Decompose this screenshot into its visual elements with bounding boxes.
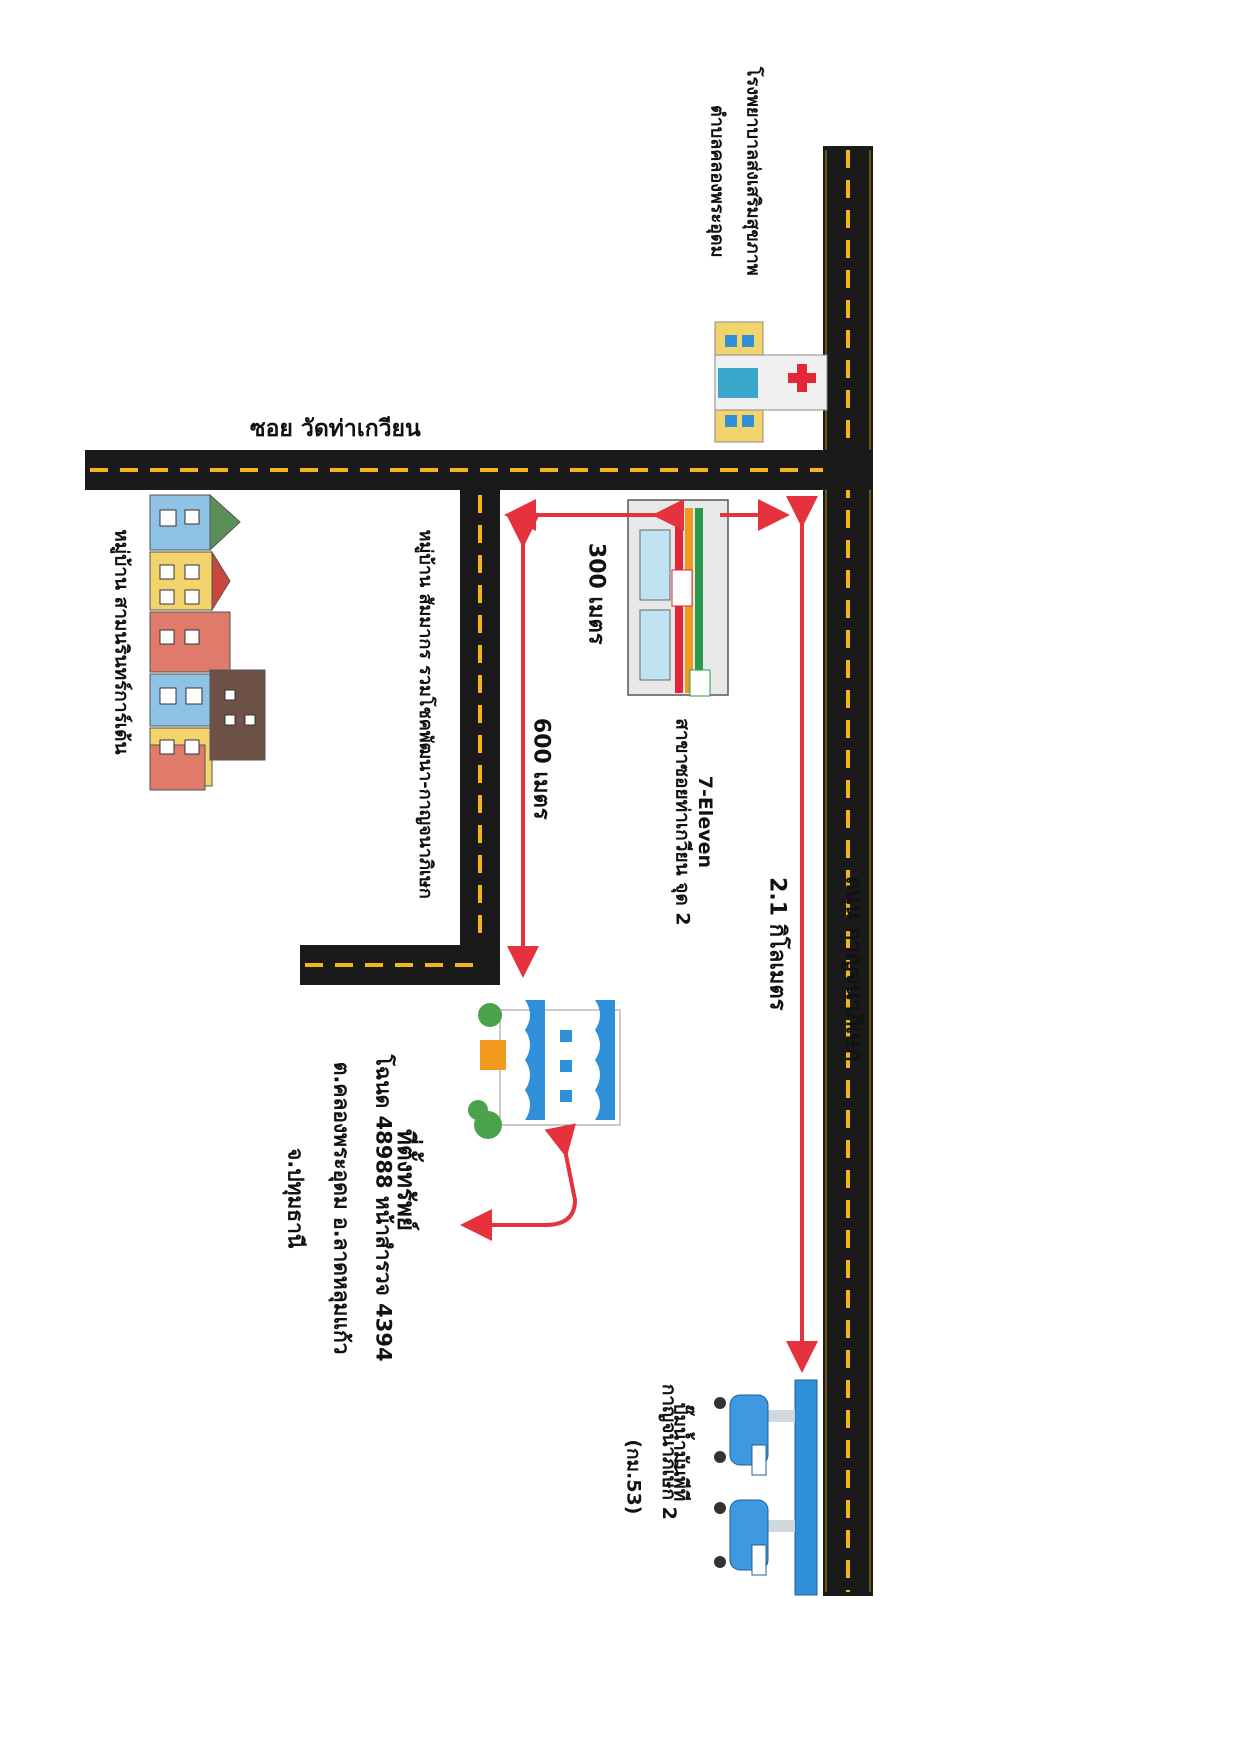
main-road-label: ถนน กาญจนาภิเษก xyxy=(840,875,866,1062)
distance-600m-label: 600 เมตร xyxy=(528,717,554,820)
distance-2-1km-label: 2.1 กิโลเมตร xyxy=(764,877,790,1011)
soi-road xyxy=(85,450,873,490)
soi-road-label: ซอย วัดท่าเกวียน xyxy=(250,416,421,442)
seven-eleven-label-line1: 7-Eleven xyxy=(694,775,717,869)
main-road xyxy=(823,146,873,1596)
village-houses-icon xyxy=(149,493,266,791)
hospital-icon xyxy=(714,321,828,443)
gas-station-icon xyxy=(714,1379,818,1596)
gas-station-label-line3: (กม.53) xyxy=(622,1439,645,1515)
property-building-icon xyxy=(468,1000,621,1139)
gas-station-label-line2: กาญจนาภิเษก 2 xyxy=(657,1383,680,1520)
seven-eleven-label-line2: สาขาซอยท่าเกวียน จุด 2 xyxy=(671,718,694,926)
property-line2: ต.คลองพระอุดม อ.ลาดหลุมแก้ว xyxy=(329,1061,354,1355)
village-road xyxy=(300,490,500,985)
property-line3: จ.ปทุมธานี xyxy=(283,1147,308,1249)
hospital-label-line2: ตำบลคลองพระอุดม xyxy=(706,105,728,258)
hospital-label-line1: โรงพยาบาลส่งเสริมสุขภาพ xyxy=(742,66,764,276)
arrow-property-pointer xyxy=(460,1123,578,1241)
seven-eleven-store-icon xyxy=(627,499,729,697)
village-label: หมู่บ้าน สามนรินทร์การ์เด้น xyxy=(110,529,133,755)
distance-300m-label: 300 เมตร xyxy=(583,542,609,645)
village-road-label: หมู่บ้าน สัมมากร รวมโชคพัฒนา-กาญจนาภิเษก xyxy=(414,529,436,899)
property-line1: โฉนด 48988 หน้าสำรวจ 4394 xyxy=(371,1054,396,1362)
